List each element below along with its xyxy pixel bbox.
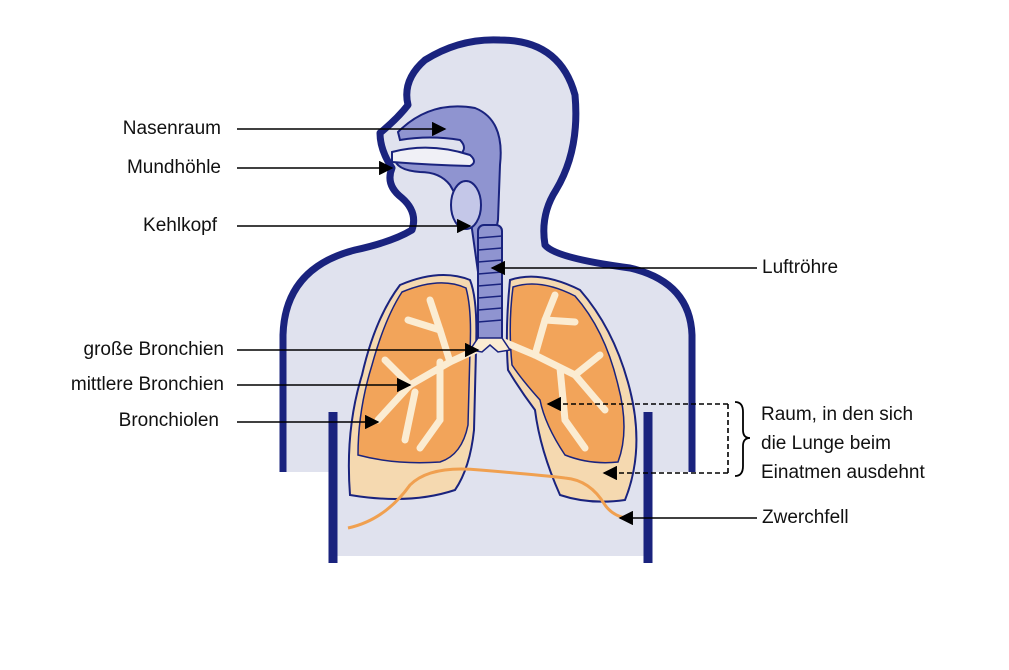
label-kehlkopf: Kehlkopf (143, 215, 217, 237)
label-expansion-space: Raum, in den sich die Lunge beim Einatme… (761, 400, 925, 487)
larynx (451, 181, 481, 229)
label-mittlere-bronchien: mittlere Bronchien (71, 374, 224, 396)
label-bronchiolen: Bronchiolen (119, 410, 219, 432)
label-zwerchfell: Zwerchfell (762, 507, 849, 529)
label-grosse-bronchien: große Bronchien (84, 339, 224, 361)
expansion-line-3: Einatmen ausdehnt (761, 458, 925, 487)
label-luftroehre: Luftröhre (762, 257, 838, 279)
label-mundhoehle: Mundhöhle (127, 157, 221, 179)
curly-brace (735, 402, 750, 476)
expansion-line-2: die Lunge beim (761, 429, 925, 458)
label-nasenraum: Nasenraum (123, 118, 221, 140)
expansion-line-1: Raum, in den sich (761, 400, 925, 429)
